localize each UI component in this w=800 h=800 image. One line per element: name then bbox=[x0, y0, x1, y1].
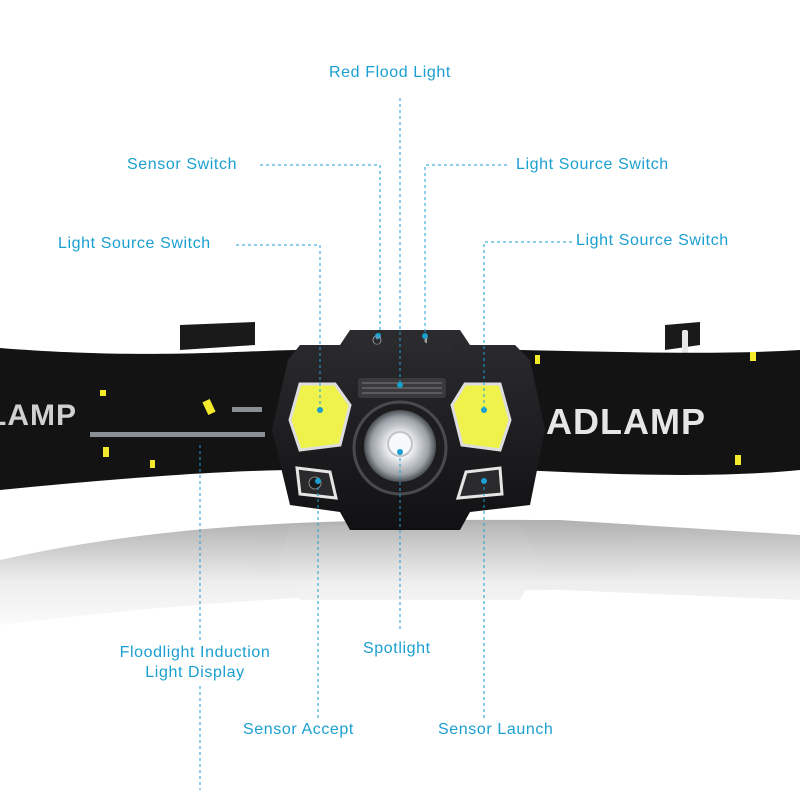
label-floodlight-induction-line2: Light Display bbox=[145, 664, 245, 681]
label-light-source-switch-right: Light Source Switch bbox=[576, 232, 729, 249]
mode-button-icon[interactable]: ◐ bbox=[423, 333, 431, 347]
callout-leaders bbox=[199, 98, 572, 790]
power-button-icon[interactable]: ⏻ bbox=[372, 333, 382, 347]
left-cob-led bbox=[288, 382, 352, 452]
label-light-source-switch-left: Light Source Switch bbox=[58, 235, 211, 252]
label-floodlight-induction: Floodlight Induction Light Display bbox=[105, 643, 285, 683]
strap-brand-text-left: LAMP bbox=[0, 399, 77, 432]
label-floodlight-induction-line1: Floodlight Induction bbox=[119, 644, 271, 661]
strap-brand-text-right: ADLAMP bbox=[546, 401, 706, 442]
label-sensor-accept: Sensor Accept bbox=[243, 721, 354, 738]
sensor-launch-window bbox=[455, 466, 504, 500]
label-light-source-switch-top: Light Source Switch bbox=[516, 156, 669, 173]
label-sensor-launch: Sensor Launch bbox=[438, 721, 554, 738]
label-red-flood-light: Red Flood Light bbox=[329, 64, 451, 81]
right-cob-led bbox=[450, 382, 512, 452]
label-sensor-switch: Sensor Switch bbox=[127, 156, 238, 173]
label-spotlight: Spotlight bbox=[363, 640, 431, 657]
